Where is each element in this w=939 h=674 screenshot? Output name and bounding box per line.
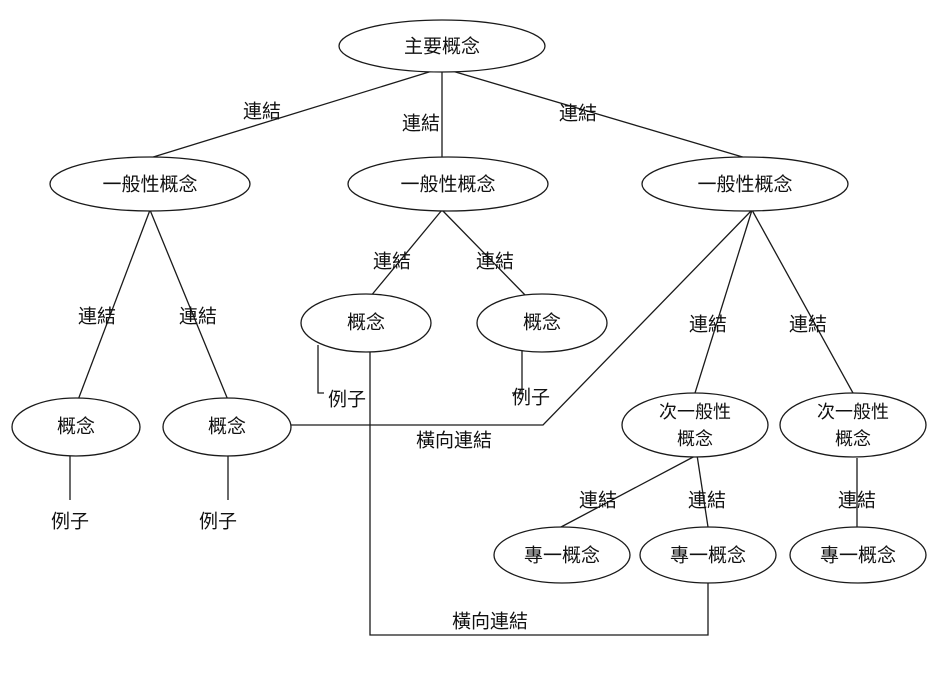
link-label-main-left: 連結 (243, 101, 281, 123)
sub-general-concept-2-line1: 次一般性 (817, 402, 889, 423)
link-label-center-1: 連結 (373, 251, 411, 273)
node-main-concept (338, 19, 546, 73)
edge-main-to-general-left (149, 67, 443, 159)
edge-general-right-to-sub-general-2 (751, 209, 854, 394)
edge-general-center-to-concept-4 (441, 209, 528, 298)
main-concept-label: 主要概念 (404, 35, 480, 58)
edge-general-left-to-concept-1 (77, 209, 151, 401)
edge-sub-general-1-to-specific-1 (560, 454, 698, 528)
concept-2-label: 概念 (208, 415, 246, 438)
concept-3-label: 概念 (347, 311, 385, 334)
link-label-right-1: 連結 (689, 314, 727, 336)
node-specific-concept-1 (493, 526, 631, 584)
node-general-concept-center (347, 156, 549, 212)
sub-general-concept-2-line2: 概念 (835, 428, 871, 450)
node-specific-concept-2 (639, 526, 777, 584)
edge-general-left-to-concept-2 (149, 209, 229, 401)
node-specific-concept-3 (789, 526, 927, 584)
edge-general-right-to-sub-general-1 (694, 209, 753, 394)
cross-link-label-lower: 橫向連結 (452, 611, 528, 633)
cross-link-label-upper: 橫向連結 (416, 430, 492, 452)
node-general-concept-right (641, 156, 849, 212)
link-label-right-2: 連結 (789, 314, 827, 336)
edge-concept-4-to-example (512, 348, 523, 394)
node-sub-general-concept-2 (779, 392, 927, 458)
example-label-1: 例子 (51, 511, 89, 533)
link-label-sub-3: 連結 (838, 490, 876, 512)
example-label-3: 例子 (328, 389, 366, 411)
link-label-sub-2: 連結 (688, 490, 726, 512)
example-label-2: 例子 (199, 511, 237, 533)
node-concept-4 (476, 293, 608, 353)
concept-1-label: 概念 (57, 415, 95, 438)
example-label-4: 例子 (512, 387, 550, 409)
node-concept-2 (162, 397, 292, 457)
node-sub-general-concept-1 (621, 392, 769, 458)
sub-general-concept-1-line2: 概念 (677, 428, 713, 450)
link-label-left-1: 連結 (78, 306, 116, 328)
specific-concept-3-label: 專一概念 (820, 544, 896, 567)
concept-4-label: 概念 (523, 311, 561, 334)
specific-concept-1-label: 專一概念 (524, 544, 600, 567)
link-label-left-2: 連結 (179, 306, 217, 328)
general-concept-right-label: 一般性概念 (697, 173, 792, 196)
node-general-concept-left (49, 156, 251, 212)
specific-concept-2-label: 專一概念 (670, 544, 746, 567)
edge-general-center-to-concept-3 (369, 209, 443, 298)
general-concept-left-label: 一般性概念 (102, 173, 197, 196)
node-concept-1 (11, 397, 141, 457)
cross-link-upper (291, 209, 753, 426)
edge-concept-3-to-example (317, 345, 324, 394)
link-label-main-center: 連結 (402, 113, 440, 135)
node-concept-3 (300, 293, 432, 353)
edge-sub-general-1-to-specific-2 (696, 454, 709, 528)
link-label-center-2: 連結 (476, 251, 514, 273)
edge-main-to-general-right (441, 67, 747, 159)
cross-link-lower (369, 350, 709, 636)
general-concept-center-label: 一般性概念 (400, 173, 495, 196)
sub-general-concept-1-line1: 次一般性 (659, 402, 731, 423)
link-label-main-right: 連結 (559, 103, 597, 125)
link-label-sub-1: 連結 (579, 490, 617, 512)
